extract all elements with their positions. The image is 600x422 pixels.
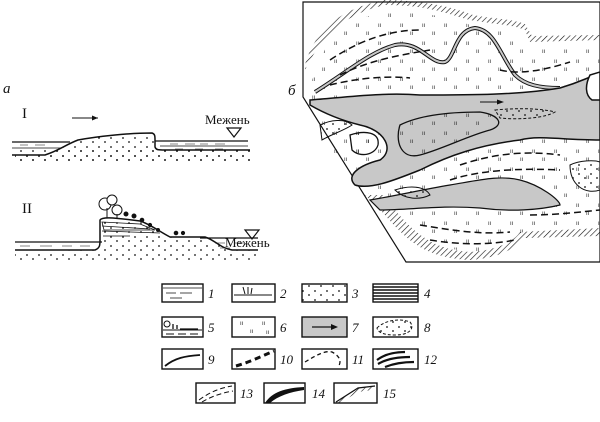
water-level-triangle-icon [243, 229, 261, 240]
svg-text:15: 15 [383, 386, 397, 401]
profile-2: II Межень [15, 194, 270, 262]
svg-text:9: 9 [208, 352, 215, 367]
svg-text:6: 6 [280, 320, 287, 335]
profile-2-label: II [22, 201, 32, 217]
legend-item-14: 14 [263, 382, 326, 404]
panel-b-label: б [288, 83, 296, 99]
legend-item-7: 7 [301, 316, 359, 338]
legend-item-10: 10 [231, 348, 294, 370]
svg-text:10: 10 [280, 352, 294, 367]
legend-item-15: 15 [333, 382, 397, 404]
svg-text:8: 8 [424, 320, 431, 335]
profile-1: I Межень [12, 106, 250, 164]
svg-text:3: 3 [351, 286, 359, 301]
svg-text:1: 1 [208, 286, 215, 301]
legend-item-13: 13 [195, 382, 254, 404]
panel-a-label: а [3, 81, 11, 97]
profile-1-label: I [22, 106, 27, 122]
legend-item-1: 1 [161, 283, 215, 303]
hatched-bank-south [365, 195, 600, 260]
island [397, 111, 500, 157]
svg-text:14: 14 [312, 386, 326, 401]
hatched-bank-north [305, 0, 600, 70]
legend: 1 2 3 4 5 ıı ıı ıı ıı 6 [161, 283, 438, 404]
water-level-label-1: Межень [205, 112, 250, 127]
legend-item-8: 8 [372, 316, 431, 338]
svg-text:11: 11 [352, 352, 364, 367]
trees-icon [98, 194, 186, 236]
legend-item-11: 11 [301, 348, 364, 370]
svg-text:ıı: ıı [262, 321, 266, 327]
svg-text:13: 13 [240, 386, 254, 401]
svg-text:ıı: ıı [250, 329, 254, 335]
river-plan-map [302, 0, 600, 263]
svg-text:ıı: ıı [266, 330, 270, 336]
legend-item-9: 9 [161, 348, 215, 370]
svg-text:2: 2 [280, 286, 287, 301]
legend-item-12: 12 [372, 348, 438, 370]
legend-item-2: 2 [231, 283, 287, 303]
svg-text:4: 4 [424, 286, 431, 301]
legend-item-5: 5 [161, 316, 215, 338]
water-level-label-2: Межень [225, 235, 270, 250]
legend-item-3: 3 [301, 283, 359, 303]
water-level-triangle-icon [225, 127, 243, 138]
legend-item-4: 4 [372, 283, 431, 303]
svg-text:7: 7 [352, 320, 359, 335]
svg-text:12: 12 [424, 352, 438, 367]
svg-text:ıı: ıı [240, 321, 244, 327]
svg-text:5: 5 [208, 320, 215, 335]
legend-item-6: ıı ıı ıı ıı 6 [231, 316, 287, 338]
